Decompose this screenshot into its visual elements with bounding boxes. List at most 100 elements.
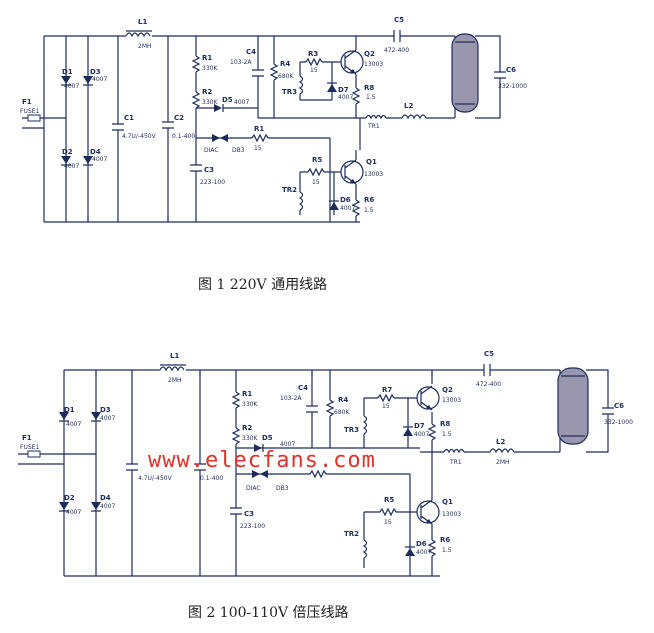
label-c6: C6 bbox=[614, 402, 624, 410]
label-r4: R4 bbox=[338, 396, 348, 404]
capacitor-c3 bbox=[230, 507, 242, 515]
label-c5-value: 472-400 bbox=[384, 47, 409, 54]
label-r6-value: 1.5 bbox=[364, 207, 374, 214]
label-d4-value: 4007 bbox=[92, 156, 107, 163]
label-r6-value: 1.5 bbox=[442, 547, 452, 554]
diode-d1 bbox=[61, 76, 71, 86]
label-l1: L1 bbox=[170, 352, 179, 360]
resistor-r2 bbox=[191, 91, 201, 109]
resistor-r8 bbox=[427, 423, 437, 441]
transformer-tr2 bbox=[360, 539, 368, 559]
circuit-diagram-220v: F1 FUSE1 D1 4007 D3 4007 D2 4007 D4 4007… bbox=[20, 16, 527, 223]
label-diac: DIAC bbox=[246, 485, 261, 492]
label-r1: R1 bbox=[202, 54, 212, 62]
diode-d2 bbox=[61, 156, 71, 166]
label-f1: F1 bbox=[22, 434, 32, 442]
label-diac: DIAC bbox=[204, 147, 219, 154]
label-r2: R2 bbox=[242, 424, 252, 432]
label-r7: R7 bbox=[382, 386, 392, 394]
diac-db3 bbox=[252, 470, 268, 478]
label-d5: D5 bbox=[222, 96, 233, 104]
resistor-r5 bbox=[307, 167, 325, 177]
resistor-r4 bbox=[269, 63, 279, 81]
label-c2-value: 0.1-400 bbox=[200, 475, 223, 482]
label-f1: F1 bbox=[22, 98, 32, 106]
label-q1-value: 13003 bbox=[364, 171, 383, 178]
label-l1-value: 2MH bbox=[168, 377, 182, 384]
label-r1-value: 330K bbox=[202, 65, 218, 72]
label-q1: Q1 bbox=[366, 158, 377, 166]
resistor-r3-base bbox=[251, 133, 269, 143]
transformer-tr1 bbox=[365, 114, 387, 122]
label-q1: Q1 bbox=[442, 498, 453, 506]
label-db3: DB3 bbox=[276, 485, 289, 492]
label-r4-value: 680K bbox=[334, 409, 350, 416]
resistor-r8 bbox=[351, 87, 361, 105]
fluorescent-tube bbox=[557, 367, 589, 445]
label-d7: D7 bbox=[338, 86, 349, 94]
label-d3: D3 bbox=[90, 68, 101, 76]
label-c1-value: 4.7U/-450V bbox=[138, 475, 173, 482]
label-d5-value: 4007 bbox=[234, 99, 249, 106]
inductor-l1 bbox=[125, 30, 152, 40]
label-r8-value: 1.5 bbox=[442, 431, 452, 438]
capacitor-c2 bbox=[194, 463, 206, 471]
label-c3-value: 223-100 bbox=[240, 523, 265, 530]
transformer-tr2 bbox=[296, 191, 304, 211]
resistor-r3-base bbox=[309, 469, 327, 479]
capacitor-c2 bbox=[162, 121, 174, 129]
label-d5: D5 bbox=[262, 434, 273, 442]
transformer-tr1 bbox=[443, 448, 465, 456]
capacitor-c5 bbox=[393, 30, 401, 42]
label-r7-value: 15 bbox=[310, 67, 318, 74]
fuse-f1 bbox=[27, 114, 41, 122]
label-d6: D6 bbox=[416, 540, 427, 548]
circuit-diagram-100-110v: F1 FUSE1 D1 4007 D3 4007 D2 4007 D4 4007… bbox=[18, 350, 633, 577]
label-l2: L2 bbox=[404, 102, 413, 110]
label-tr2: TR2 bbox=[282, 186, 297, 194]
fuse-f1 bbox=[27, 450, 41, 458]
label-d5-value: 4007 bbox=[280, 441, 295, 448]
label-d6-value: 4007 bbox=[340, 205, 355, 212]
label-q2-value: 13003 bbox=[364, 61, 383, 68]
diode-d3 bbox=[83, 76, 93, 86]
label-c4: C4 bbox=[298, 384, 308, 392]
resistor-r1 bbox=[231, 391, 241, 409]
label-r8: R8 bbox=[440, 420, 450, 428]
label-q1-value: 13003 bbox=[442, 511, 461, 518]
label-r1b-value: 15 bbox=[254, 145, 262, 152]
label-c5: C5 bbox=[394, 16, 404, 24]
label-r2: R2 bbox=[202, 88, 212, 96]
label-c6: C6 bbox=[506, 66, 516, 74]
label-tr1: TR1 bbox=[367, 123, 380, 130]
label-r8: R8 bbox=[364, 84, 374, 92]
label-d3: D3 bbox=[100, 406, 111, 414]
figure-1-caption: 图 1 220V 通用线路 bbox=[198, 277, 328, 293]
label-r7-value: 15 bbox=[382, 403, 390, 410]
label-r8-value: 1.5 bbox=[366, 94, 376, 101]
transformer-tr3 bbox=[296, 75, 304, 95]
label-d6: D6 bbox=[340, 196, 351, 204]
label-c2: C2 bbox=[174, 114, 184, 122]
label-d2: D2 bbox=[62, 148, 73, 156]
label-d7-value: 4007 bbox=[338, 94, 353, 101]
component-labels: F1 FUSE1 D1 4007 D3 4007 D2 4007 D4 4007… bbox=[20, 350, 633, 556]
label-r5: R5 bbox=[384, 496, 394, 504]
label-tr3: TR3 bbox=[282, 88, 297, 96]
diode-d6 bbox=[405, 546, 415, 556]
label-c3-value: 223-100 bbox=[200, 179, 225, 186]
label-d1-value: 4007 bbox=[66, 421, 81, 428]
label-r1: R1 bbox=[242, 390, 252, 398]
label-d6-value: 4007 bbox=[416, 549, 431, 556]
label-r5-value: 15 bbox=[384, 519, 392, 526]
label-d2: D2 bbox=[64, 494, 75, 502]
transistor-q2 bbox=[416, 385, 440, 411]
label-r5: R5 bbox=[312, 156, 322, 164]
resistor-r2 bbox=[231, 427, 241, 445]
label-r4-value: 680K bbox=[278, 73, 294, 80]
label-d2-value: 4007 bbox=[66, 509, 81, 516]
component-labels: F1 FUSE1 D1 4007 D3 4007 D2 4007 D4 4007… bbox=[20, 16, 527, 214]
label-c3: C3 bbox=[244, 510, 254, 518]
label-d4-value: 4007 bbox=[100, 503, 115, 510]
capacitor-c6 bbox=[602, 407, 614, 415]
